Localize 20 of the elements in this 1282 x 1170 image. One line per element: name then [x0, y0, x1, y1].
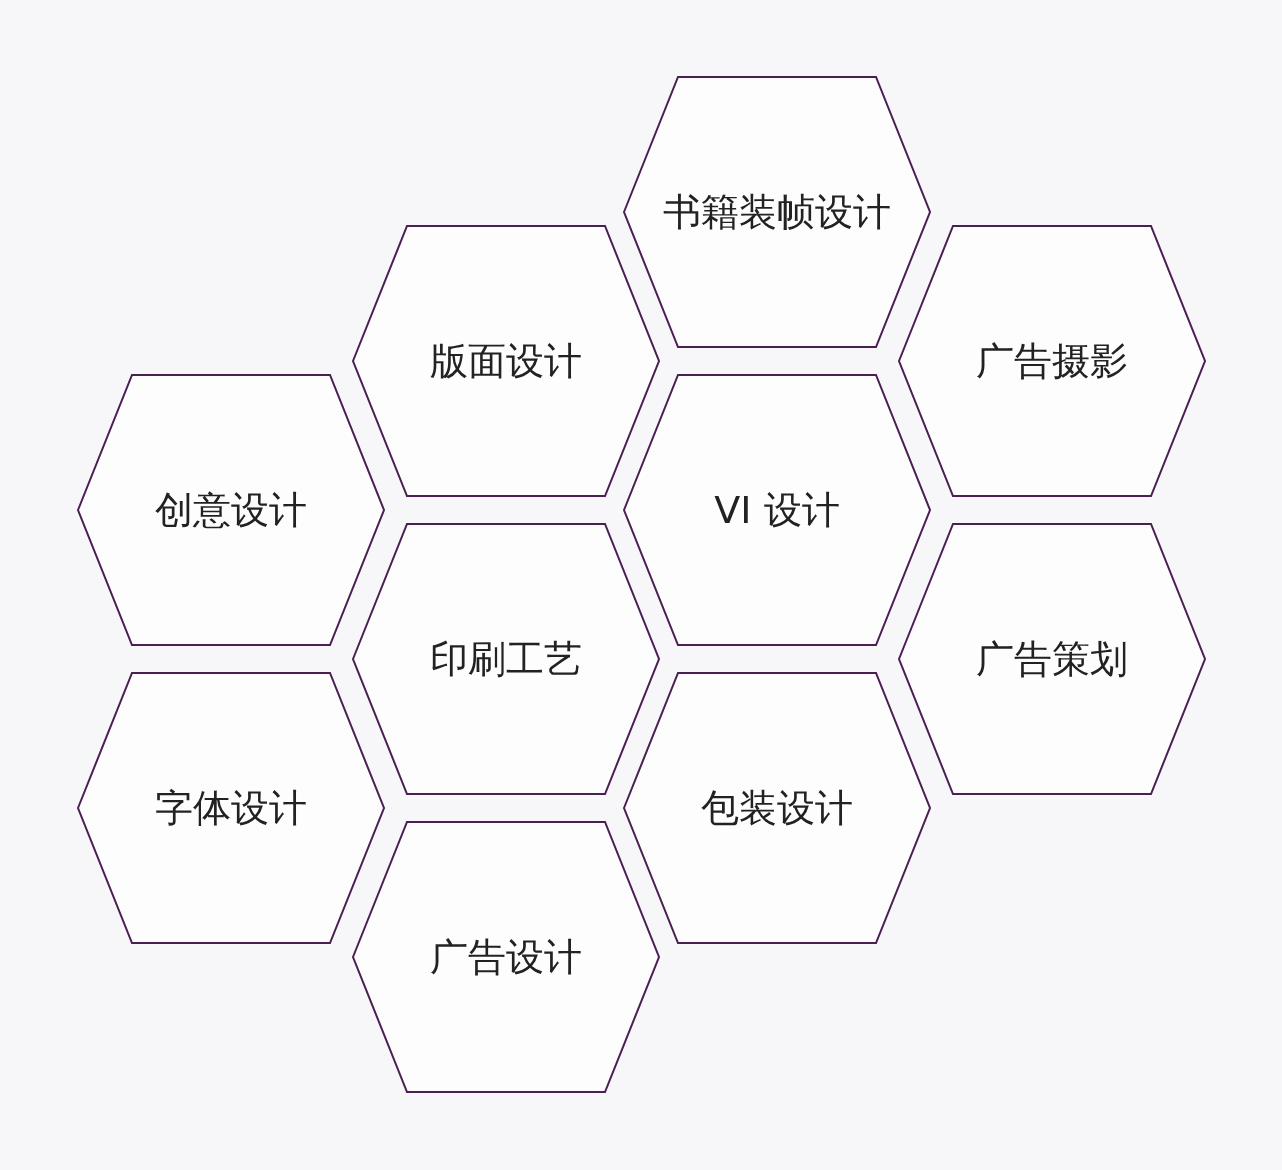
tile-label: 版面设计	[430, 338, 582, 384]
tile-label: 广告策划	[976, 636, 1128, 682]
hexagon-tile	[623, 672, 931, 944]
tile-label: 创意设计	[155, 487, 307, 533]
hexagon-tile	[77, 374, 385, 646]
hexagon-tile	[77, 672, 385, 944]
tile-label: 字体设计	[155, 785, 307, 831]
hexagon-tile	[898, 225, 1206, 497]
tile-label: 广告设计	[430, 934, 582, 980]
hexagon-tile	[623, 374, 931, 646]
hexagon-tile	[352, 225, 660, 497]
tile-label: 广告摄影	[976, 338, 1128, 384]
tile-label: VI 设计	[714, 487, 840, 533]
tile-label: 书籍装帧设计	[663, 189, 891, 235]
tile-label: 包装设计	[701, 785, 853, 831]
hexagon-tile	[352, 821, 660, 1093]
hexagon-tile	[898, 523, 1206, 795]
tile-label: 印刷工艺	[430, 636, 582, 682]
hexagon-tile	[352, 523, 660, 795]
hexagon-tile	[623, 76, 931, 348]
